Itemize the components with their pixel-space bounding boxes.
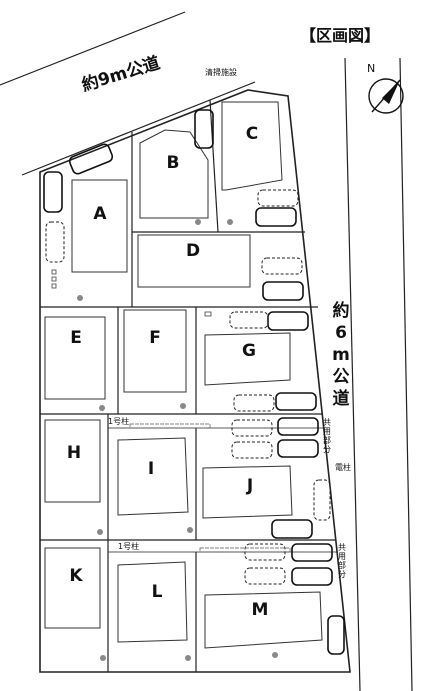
car-dashed-icon: [229, 311, 269, 329]
lane-markers: [129, 423, 211, 429]
car-dashed-icon: [231, 441, 273, 459]
house-i: [117, 437, 189, 516]
car-icon: [271, 519, 313, 539]
lot-g[interactable]: G: [242, 341, 256, 361]
car-icon: [327, 615, 345, 655]
north-label: N: [367, 62, 376, 75]
house-a: [71, 179, 128, 273]
lot-m[interactable]: M: [251, 600, 269, 620]
car-dashed-icon: [257, 189, 299, 207]
car-dashed-icon: [244, 567, 286, 585]
road-east-char: 道: [332, 389, 350, 409]
lot-e[interactable]: E: [70, 328, 82, 348]
site-boundary: [39, 89, 351, 673]
car-dashed-icon: [231, 419, 273, 437]
house-g: [204, 332, 291, 386]
house-b: [139, 129, 209, 219]
planting-icon: [272, 652, 278, 658]
car-icon: [291, 543, 333, 562]
meter-box: [51, 276, 57, 282]
house-m: [204, 591, 323, 649]
car-icon: [267, 311, 309, 331]
meter-box: [51, 269, 57, 275]
car-icon: [275, 392, 317, 411]
car-icon: [262, 281, 304, 301]
car-icon: [68, 143, 114, 175]
car-icon: [277, 439, 319, 458]
house-j: [202, 465, 293, 519]
house-k: [44, 547, 101, 629]
car-dashed-icon: [261, 257, 303, 275]
pole-label: 1号柱: [118, 542, 140, 551]
planting-icon: [180, 403, 186, 409]
lot-c[interactable]: C: [245, 124, 259, 144]
east-road-edge-inner: [344, 57, 361, 691]
lot-j[interactable]: J: [246, 476, 254, 496]
north-road-edge-outer: [0, 11, 186, 86]
lot-f[interactable]: F: [149, 328, 161, 348]
house-e: [44, 316, 106, 400]
planting-icon: [185, 655, 191, 661]
lot-d[interactable]: D: [185, 241, 201, 261]
meter-box: [204, 311, 212, 317]
planting-icon: [99, 405, 105, 411]
car-icon: [255, 207, 297, 227]
shared-area-label: 共用部分: [338, 543, 346, 579]
lot-k[interactable]: K: [69, 566, 83, 586]
road-east-label: 約 6 m 公 道: [330, 300, 352, 410]
planting-icon: [100, 655, 106, 661]
planting-icon: [195, 219, 201, 225]
road-east-char: 6: [335, 323, 347, 343]
road-east-char: m: [332, 345, 350, 365]
planting-icon: [97, 529, 103, 535]
planting-icon: [227, 219, 233, 225]
road-east-char: 約: [332, 301, 350, 321]
planting-icon: [77, 295, 83, 301]
house-h: [44, 419, 101, 503]
car-dashed-icon: [45, 221, 65, 263]
lot-i[interactable]: I: [147, 459, 155, 479]
cleaning-facility-label: 清掃施設: [205, 68, 237, 77]
house-d: [137, 234, 251, 288]
north-road-edge-inner: [21, 81, 256, 176]
car-dashed-icon: [313, 479, 331, 521]
lot-line: [209, 99, 219, 233]
lot-l[interactable]: L: [151, 582, 163, 602]
house-l: [117, 561, 188, 643]
planting-icon: [187, 527, 193, 533]
car-dashed-icon: [233, 394, 275, 412]
lot-b[interactable]: B: [166, 153, 180, 173]
car-icon: [194, 109, 214, 149]
lot-a[interactable]: A: [93, 204, 107, 224]
car-icon: [43, 171, 63, 213]
east-road-edge-outer: [399, 57, 413, 691]
compass-icon: [368, 78, 404, 114]
shared-area-label: 共用部分: [323, 418, 331, 454]
house-f: [123, 309, 187, 393]
car-icon: [291, 567, 333, 586]
pole-label: 1号柱: [108, 417, 130, 426]
lot-h[interactable]: H: [66, 443, 82, 463]
car-icon: [277, 417, 319, 436]
page-title: 【区画図】: [300, 26, 381, 45]
road-east-char: 公: [332, 367, 350, 387]
meter-box: [51, 283, 57, 289]
house-c: [221, 101, 283, 191]
utility-pole-label: 電柱: [335, 463, 351, 472]
lane-markers: [199, 547, 291, 553]
